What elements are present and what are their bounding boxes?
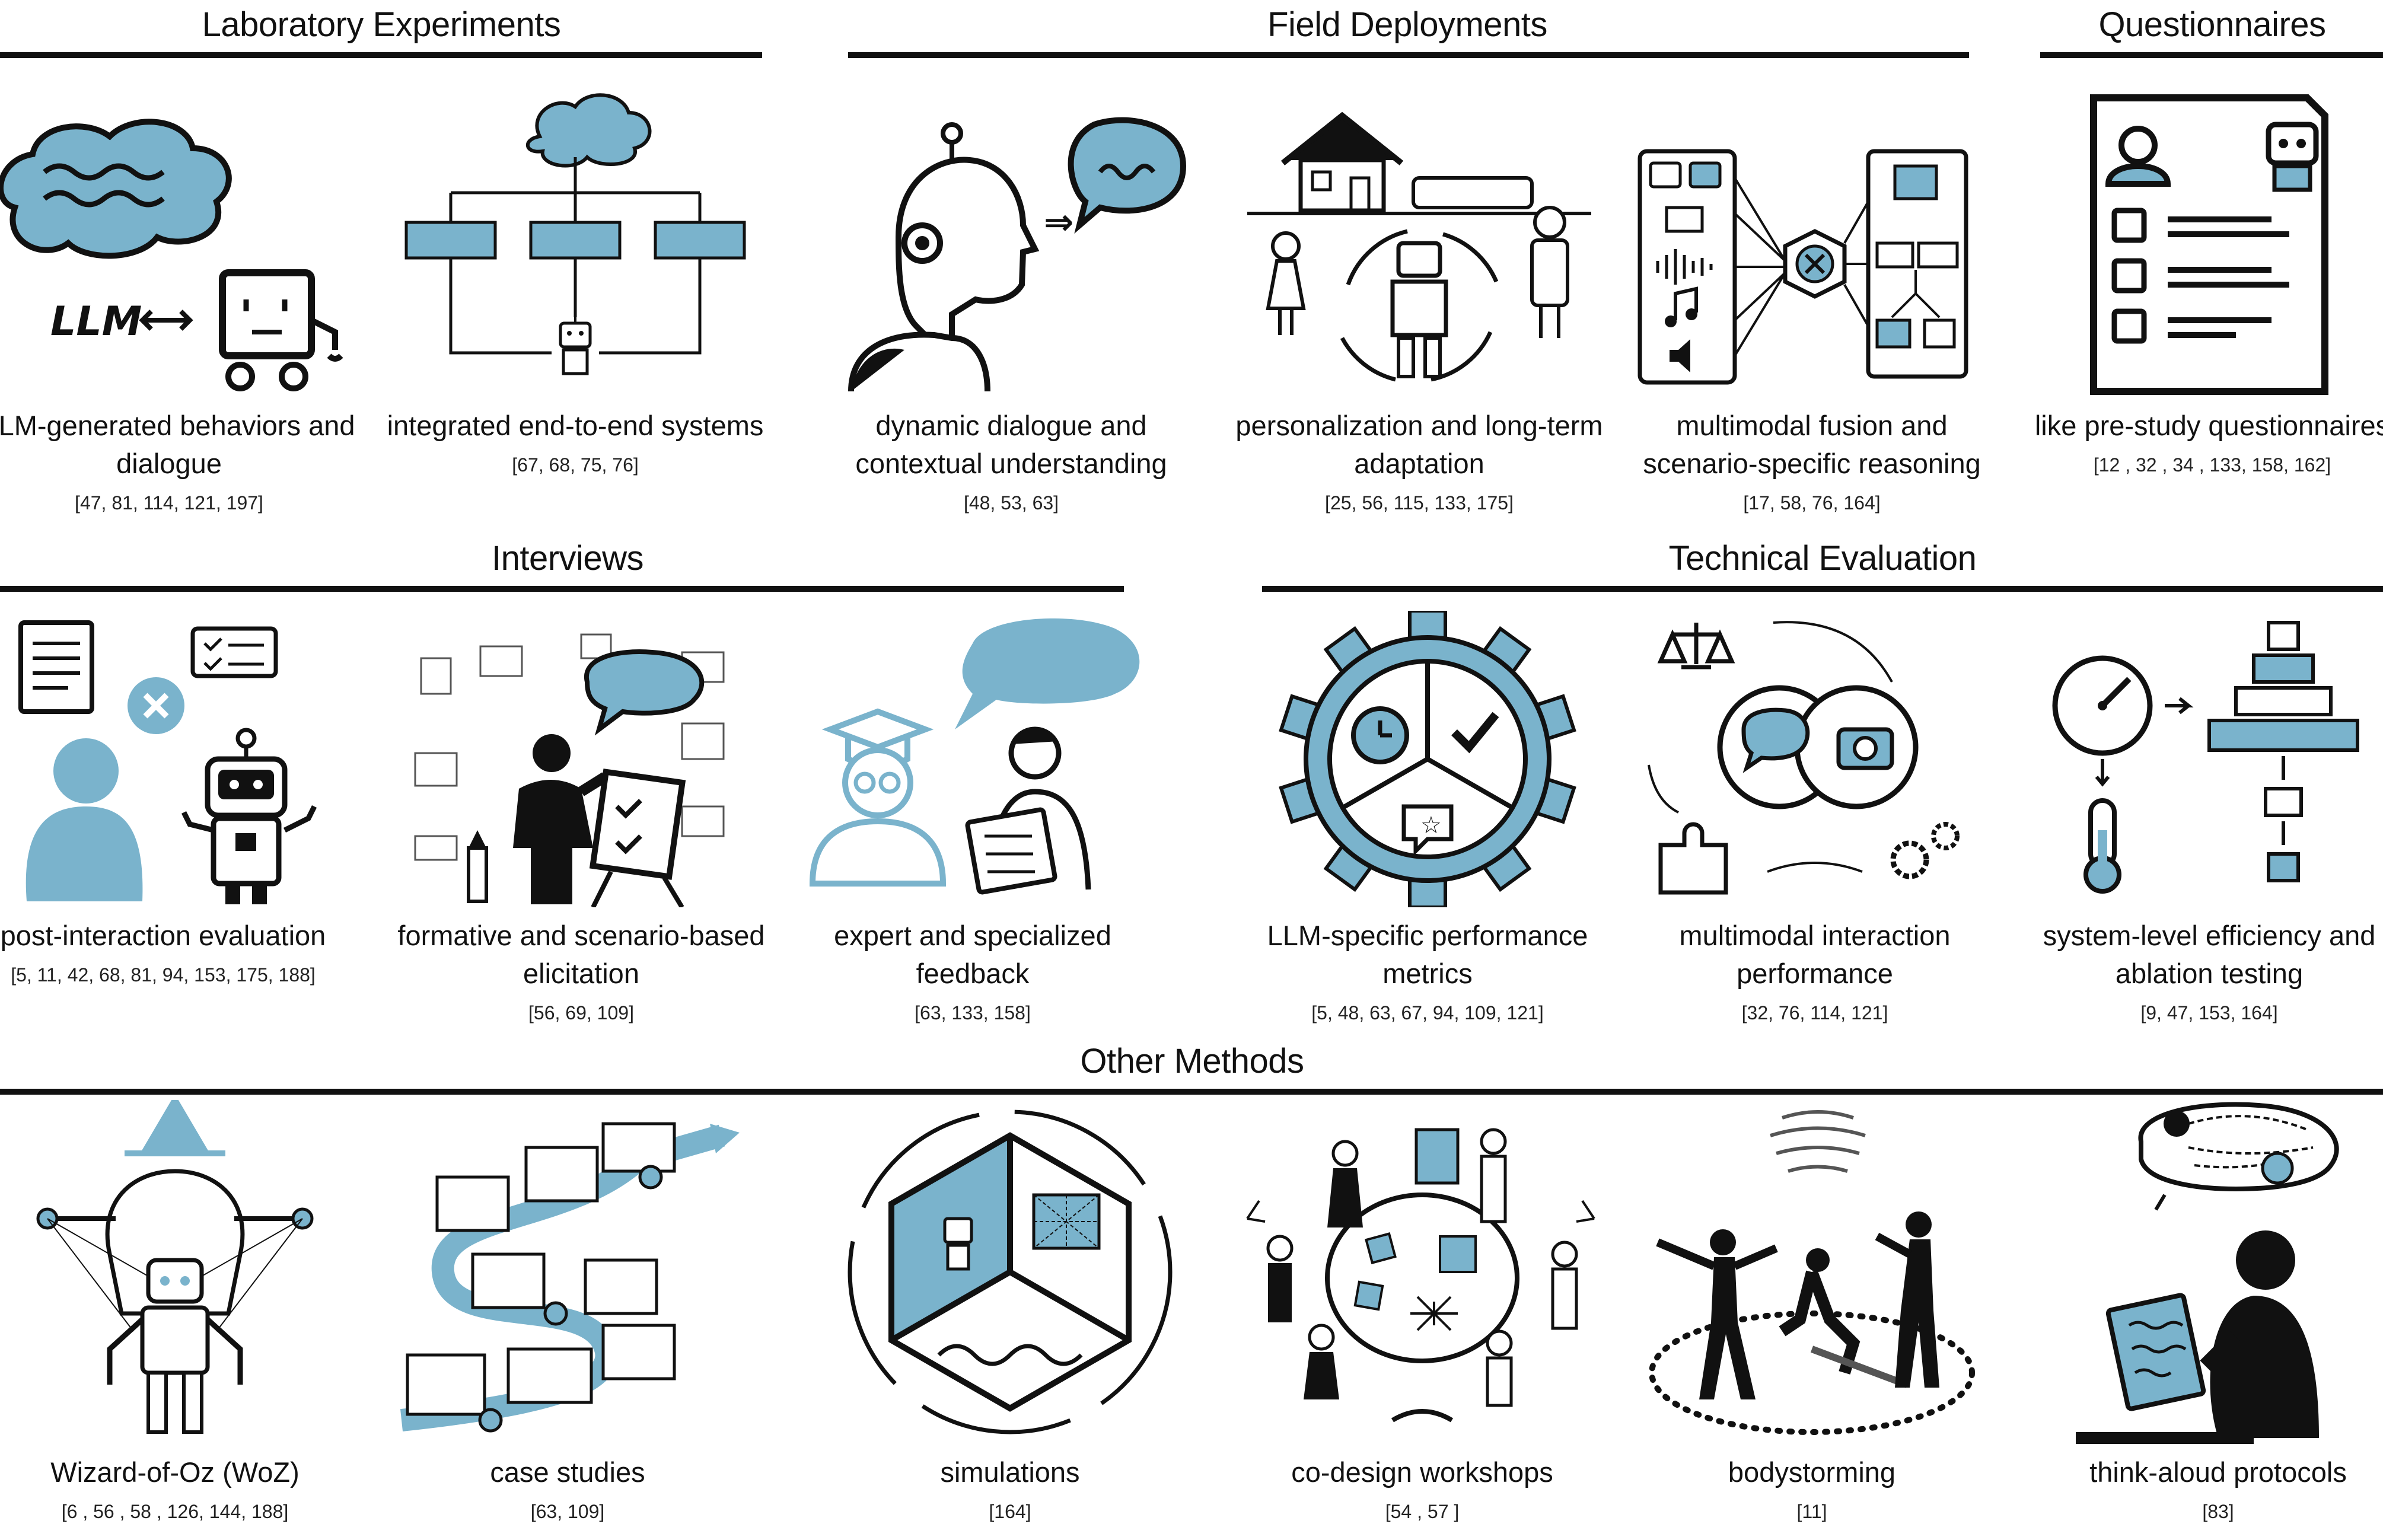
section-title-interviews: Interviews bbox=[491, 539, 644, 578]
method-label: case studies bbox=[490, 1456, 645, 1488]
method-multimodal-fusion: multimodal fusion and scenario-specific … bbox=[1622, 89, 2002, 514]
method-label: formative and scenario-based elicitation bbox=[397, 920, 765, 989]
questionnaire-icon bbox=[2090, 94, 2328, 395]
method-label: dynamic dialogue and contextual understa… bbox=[855, 410, 1167, 479]
method-label: bodystorming bbox=[1728, 1456, 1896, 1488]
system-flow-icon bbox=[404, 93, 746, 375]
method-questionnaires: like pre-study questionnaires [12 , 32 ,… bbox=[2022, 89, 2383, 476]
method-refs: [6 , 56 , 58 , 126, 144, 188] bbox=[61, 1501, 289, 1522]
method-refs: [63, 133, 158] bbox=[915, 1002, 1031, 1024]
method-label: LLM-specific performance metrics bbox=[1267, 920, 1588, 989]
llm-robot-icon: LLM bbox=[0, 119, 343, 391]
section-rule bbox=[1262, 586, 2383, 592]
method-refs: [12 , 32 , 34 , 133, 158, 162] bbox=[2093, 454, 2331, 476]
method-refs: [54 , 57 ] bbox=[1385, 1501, 1460, 1522]
bodystorming-icon bbox=[1649, 1110, 1975, 1435]
method-refs: [164] bbox=[989, 1501, 1031, 1522]
home-robot-icon bbox=[1247, 111, 1591, 382]
method-refs: [17, 58, 76, 164] bbox=[1743, 492, 1881, 514]
method-refs: [5, 11, 42, 68, 81, 94, 153, 175, 188] bbox=[11, 964, 316, 986]
section-title-questionnaires: Questionnaires bbox=[2098, 5, 2326, 44]
method-ablation: system-level efficiency and ablation tes… bbox=[2019, 611, 2383, 1024]
case-studies-icon bbox=[400, 1122, 740, 1433]
workshop-icon bbox=[1246, 1128, 1595, 1423]
method-refs: [83] bbox=[2202, 1501, 2234, 1522]
section-title-technical-evaluation: Technical Evaluation bbox=[1668, 539, 1977, 578]
method-think-aloud: think-aloud protocols [83] bbox=[2028, 1100, 2383, 1523]
method-wizard-of-oz: Wizard-of-Oz (WoZ) [6 , 56 , 58 , 126, 1… bbox=[0, 1100, 365, 1523]
section-title-other-methods: Other Methods bbox=[1080, 1042, 1304, 1080]
method-bodystorming: bodystorming [11] bbox=[1622, 1100, 2002, 1523]
method-label: LLM-generated behaviors and dialogue bbox=[0, 410, 355, 479]
method-refs: [63, 109] bbox=[530, 1501, 605, 1522]
method-label: think-aloud protocols bbox=[2089, 1456, 2347, 1488]
method-label: simulations bbox=[940, 1456, 1080, 1488]
method-label: multimodal interaction performance bbox=[1679, 920, 1951, 989]
elicitation-icon bbox=[414, 633, 725, 907]
section-title-laboratory-experiments: Laboratory Experiments bbox=[202, 5, 561, 44]
method-label: expert and specialized feedback bbox=[834, 920, 1111, 989]
svg-text:☆: ☆ bbox=[1420, 812, 1442, 839]
method-refs: [5, 48, 63, 67, 94, 109, 121] bbox=[1311, 1002, 1544, 1024]
method-label: integrated end-to-end systems bbox=[387, 410, 764, 441]
method-refs: [48, 53, 63] bbox=[963, 492, 1059, 514]
method-llm-generated-behaviors: LLM LLM-generated behaviors and dialogue… bbox=[0, 89, 359, 514]
expert-feedback-icon bbox=[809, 618, 1140, 895]
multimodal-fusion-icon bbox=[1637, 149, 1968, 385]
method-label: system-level efficiency and ablation tes… bbox=[2043, 920, 2376, 989]
method-llm-metrics: ☆ LLM-specific performance metrics [5, 4… bbox=[1238, 611, 1617, 1024]
svg-text:⇒: ⇒ bbox=[1044, 202, 1073, 243]
method-post-interaction: post-interaction evaluation [5, 11, 42, … bbox=[0, 611, 353, 986]
method-personalization: personalization and long-term adaptation… bbox=[1229, 89, 1609, 514]
method-expert-feedback: expert and specialized feedback [63, 133… bbox=[783, 611, 1162, 1024]
method-label: personalization and long-term adaptation bbox=[1235, 410, 1603, 479]
method-refs: [11] bbox=[1796, 1501, 1827, 1522]
wizard-puppet-icon bbox=[36, 1100, 314, 1434]
think-aloud-icon bbox=[2076, 1102, 2339, 1444]
method-co-design: co-design workshops [54 , 57 ] bbox=[1232, 1100, 1612, 1523]
method-label: post-interaction evaluation bbox=[0, 920, 326, 951]
method-integrated-systems: integrated end-to-end systems [67, 68, 7… bbox=[386, 89, 765, 476]
multimodal-performance-icon bbox=[1648, 621, 1960, 895]
method-label: Wizard-of-Oz (WoZ) bbox=[50, 1456, 300, 1488]
simulation-icon bbox=[848, 1109, 1173, 1434]
method-formative-elicitation: formative and scenario-based elicitation… bbox=[391, 611, 771, 1024]
method-refs: [25, 56, 115, 133, 175] bbox=[1325, 492, 1514, 514]
section-rule bbox=[848, 52, 1969, 58]
method-simulations: simulations [164] bbox=[820, 1100, 1200, 1523]
method-refs: [67, 68, 75, 76] bbox=[512, 454, 639, 476]
method-dynamic-dialogue: ⇒ dynamic dialogue and contextual unders… bbox=[821, 89, 1201, 514]
method-refs: [9, 47, 153, 164] bbox=[2140, 1002, 2278, 1024]
llm-text: LLM bbox=[50, 298, 142, 345]
section-title-field-deployments: Field Deployments bbox=[1267, 5, 1547, 44]
post-interaction-icon bbox=[18, 620, 317, 904]
ablation-icon bbox=[2052, 621, 2359, 894]
gear-metrics-icon: ☆ bbox=[1279, 611, 1576, 907]
section-rule bbox=[2040, 52, 2383, 58]
method-multimodal-performance: multimodal interaction performance [32, … bbox=[1625, 611, 2005, 1024]
section-rule bbox=[0, 52, 762, 58]
section-rule bbox=[0, 586, 1124, 592]
method-label: multimodal fusion and scenario-specific … bbox=[1643, 410, 1981, 479]
section-rule bbox=[0, 1089, 2383, 1095]
robot-speech-icon: ⇒ bbox=[848, 117, 1187, 392]
method-refs: [56, 69, 109] bbox=[528, 1002, 634, 1024]
method-refs: [47, 81, 114, 121, 197] bbox=[75, 492, 263, 514]
method-case-studies: case studies [63, 109] bbox=[378, 1100, 757, 1523]
method-label: co-design workshops bbox=[1291, 1456, 1553, 1488]
method-label: like pre-study questionnaires bbox=[2034, 410, 2383, 441]
method-refs: [32, 76, 114, 121] bbox=[1741, 1002, 1888, 1024]
